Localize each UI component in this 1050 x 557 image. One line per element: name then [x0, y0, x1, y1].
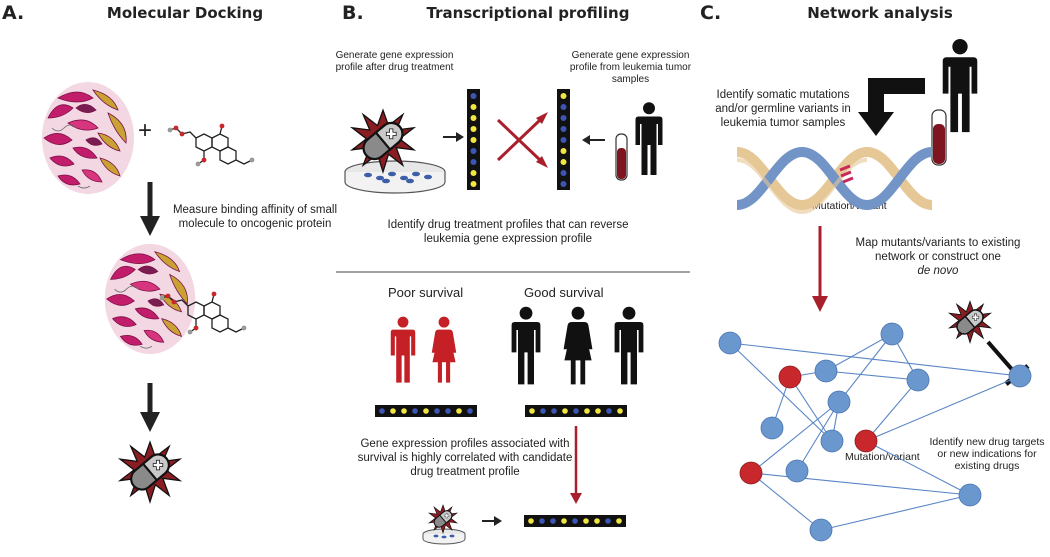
docked-protein-structure: [104, 243, 196, 355]
small-petri-dish-icon: [422, 528, 466, 545]
network-node: [820, 429, 844, 453]
poor-survival-woman-icon: [431, 316, 457, 383]
drug-pill-icon: [119, 441, 181, 503]
network-node: [827, 390, 851, 414]
network-node: [814, 359, 838, 383]
dna-helix-icon: [736, 146, 933, 215]
expression-bar-tumor: [557, 89, 570, 190]
panel-a-title: Molecular Docking: [106, 4, 264, 22]
network-node: [718, 331, 742, 355]
panel-a-letter: A.: [2, 2, 25, 24]
network-node: [958, 483, 982, 507]
panel-b-title: Transcriptional profiling: [426, 4, 630, 22]
network-node: [880, 322, 904, 346]
poor-survival-man-icon: [390, 316, 416, 383]
patient-icon-b: [635, 102, 663, 175]
blood-tube-icon-c: [931, 109, 947, 166]
network-node: [1008, 364, 1032, 388]
petri-dish-icon: [344, 160, 446, 194]
small-pill-icon: [428, 504, 458, 534]
panel-b-letter: B.: [342, 2, 364, 24]
panel-c-title: Network analysis: [807, 4, 953, 22]
good-survival-woman-icon: [563, 306, 593, 385]
reverse-profile-caption: Identify drug treatment profiles that ca…: [387, 219, 629, 245]
network-nodes: [718, 322, 1032, 542]
small-molecule-icon: [166, 122, 256, 168]
network-drug-icon: [948, 300, 992, 344]
network-node-mutated: [778, 365, 802, 389]
good-survival-man-icon-1: [511, 306, 541, 385]
reverse-cross-arrows: [496, 118, 542, 162]
network-node-mutated: [739, 461, 763, 485]
map-caption-italic: de novo: [917, 265, 959, 277]
network-node-mutated: [854, 429, 878, 453]
network-mutation-label: Mutation/variant: [845, 451, 920, 463]
blood-tube-icon-b: [615, 133, 628, 181]
tumor-profile-caption: Generate gene expression profile from le…: [569, 50, 692, 85]
network-node: [785, 459, 809, 483]
map-network-caption: Map mutants/variants to existing network…: [838, 236, 1038, 278]
plus-sign: +: [138, 117, 153, 144]
mutation-arrow: [858, 78, 925, 136]
good-survival-label: Good survival: [524, 285, 604, 300]
network-node: [906, 368, 930, 392]
poor-survival-label: Poor survival: [388, 285, 464, 300]
expression-bar-poor: [375, 405, 477, 417]
expression-bar-good: [525, 405, 627, 417]
binding-affinity-caption: Measure binding affinity of small molecu…: [172, 204, 338, 230]
expression-bar-drug: [467, 89, 480, 190]
map-caption-line1: Map mutants/variants to existing: [855, 237, 1021, 249]
patient-icon-c: [942, 38, 978, 133]
drug-profile-caption: Generate gene expression profile after d…: [335, 50, 454, 73]
drug-targets-caption: Identify new drug targets or new indicat…: [929, 436, 1045, 472]
network-node: [809, 518, 833, 542]
panel-c-letter: C.: [700, 2, 722, 24]
correlation-caption: Gene expression profiles associated with…: [357, 438, 573, 478]
protein-structure: [41, 81, 135, 195]
expression-bar-candidate: [524, 515, 626, 527]
map-caption-line2: network or construct one: [875, 251, 1001, 263]
network-node: [760, 416, 784, 440]
good-survival-man-icon-2: [614, 306, 644, 385]
mutation-caption: Identify somatic mutations and/or germli…: [715, 89, 851, 129]
